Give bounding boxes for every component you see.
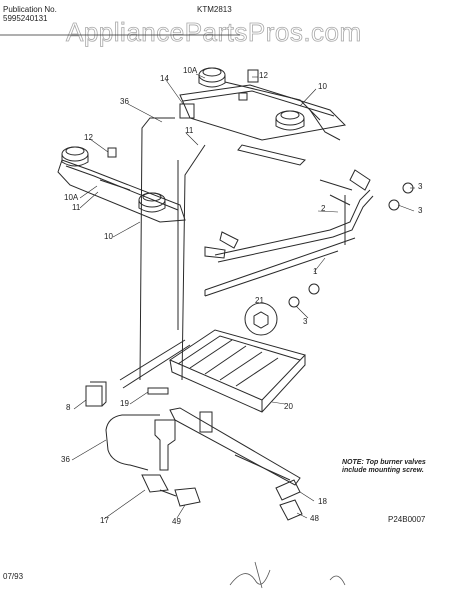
watermark: AppliancePartsPros.com bbox=[66, 17, 362, 48]
callout-3-a: 3 bbox=[418, 182, 423, 191]
print-date: 07/93 bbox=[3, 572, 24, 581]
callout-49: 49 bbox=[172, 517, 181, 526]
callout-36-top: 36 bbox=[120, 97, 129, 106]
valve-note-line1: NOTE: Top burner valves bbox=[342, 459, 426, 466]
callout-11-top: 11 bbox=[185, 126, 194, 135]
callout-10a-top: 10A bbox=[183, 66, 198, 75]
callout-10a-left: 10A bbox=[64, 193, 79, 202]
magnified-nut bbox=[244, 302, 278, 336]
left-burner-assembly bbox=[57, 146, 186, 223]
publication-number: 5995240131 bbox=[3, 14, 48, 23]
callout-11-left: 11 bbox=[72, 203, 81, 212]
callout-2: 2 bbox=[321, 204, 326, 213]
callout-8: 8 bbox=[66, 403, 71, 412]
callout-3-c: 3 bbox=[303, 317, 308, 326]
callout-20: 20 bbox=[284, 402, 293, 411]
callout-19: 19 bbox=[120, 399, 129, 408]
publication-label: Publication No. bbox=[3, 5, 57, 14]
callout-18: 18 bbox=[318, 497, 327, 506]
callout-36-bottom: 36 bbox=[61, 455, 70, 464]
top-burner-assembly bbox=[179, 67, 347, 141]
valve-note: NOTE: Top burner valves include mounting… bbox=[342, 459, 426, 475]
callout-1: 1 bbox=[313, 267, 318, 276]
callout-3-b: 3 bbox=[418, 206, 423, 215]
orifice-holder bbox=[179, 103, 195, 119]
callout-17: 17 bbox=[100, 516, 109, 525]
valve-note-line2: include mounting screw. bbox=[342, 467, 424, 474]
burner-box bbox=[168, 329, 306, 413]
callout-10-left: 10 bbox=[104, 232, 113, 241]
part-19 bbox=[147, 387, 169, 395]
callout-48: 48 bbox=[310, 514, 319, 523]
part-8 bbox=[85, 385, 103, 407]
part-17 bbox=[141, 474, 169, 493]
diagram-code: P24B0007 bbox=[388, 515, 426, 524]
model-number: KTM2813 bbox=[197, 5, 232, 14]
burner-valves bbox=[204, 144, 414, 308]
callout-14: 14 bbox=[160, 74, 169, 83]
callout-12-left: 12 bbox=[84, 133, 93, 142]
callout-21: 21 bbox=[255, 296, 264, 305]
callout-10-top: 10 bbox=[318, 82, 327, 91]
part-49 bbox=[174, 487, 201, 507]
handwritten-mark bbox=[229, 561, 346, 589]
callout-12-top: 12 bbox=[259, 71, 268, 80]
